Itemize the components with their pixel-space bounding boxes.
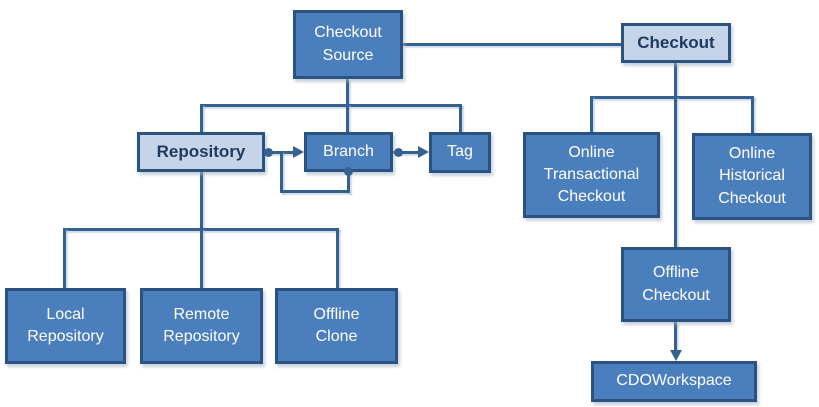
node-online-historical-checkout: Online Historical Checkout [692,133,812,220]
node-checkout: Checkout [621,23,731,63]
node-online-transactional-checkout-label: Online Transactional Checkout [543,143,640,206]
node-tag-label: Tag [447,143,473,161]
connector-drop-online-transactional [590,96,593,132]
connector-drop-remote-repository [200,228,203,288]
node-checkout-label: Checkout [637,33,715,53]
connector-branch-self-loop-bottom [280,190,350,193]
node-offline-clone: Offline Clone [275,288,398,364]
arrowhead-into-tag-icon [418,146,429,158]
node-online-transactional-checkout: Online Transactional Checkout [523,132,660,218]
anchor-dot-repository-to-branch [264,148,273,157]
connector-repository-stem [200,171,203,231]
node-offline-clone-label: Offline Clone [313,305,360,345]
connector-drop-local-repository [63,228,66,288]
connector-drop-branch [346,104,349,132]
node-cdoworkspace: CDOWorkspace [591,361,757,402]
arrowhead-into-cdoworkspace-icon [670,350,682,361]
node-checkout-source: Checkout Source [293,10,403,79]
node-offline-checkout: Offline Checkout [621,247,731,322]
anchor-dot-branch-self-loop [344,167,353,176]
node-repository: Repository [137,132,265,172]
connector-drop-tag [459,104,462,132]
connector-drop-offline-clone [336,228,339,288]
node-local-repository: Local Repository [5,288,126,364]
connector-branch-to-tag [393,151,420,154]
connector-drop-repository [200,104,203,132]
anchor-dot-branch-to-tag [394,148,403,157]
node-local-repository-label: Local Repository [27,305,104,345]
node-tag: Tag [429,132,491,173]
node-branch: Branch [304,132,393,172]
node-checkout-source-label: Checkout Source [314,24,382,64]
connector-branch-self-loop-right [347,172,350,193]
connector-checkout-source-to-checkout [403,43,621,46]
connector-offline-checkout-to-cdoworkspace [674,322,677,352]
node-offline-checkout-label: Offline Checkout [642,264,710,304]
connector-branch-self-loop-left [280,151,283,193]
arrowhead-into-branch-icon [293,146,304,158]
connector-drop-online-historical [751,96,754,133]
connector-checkout-source-stem [346,79,349,104]
node-remote-repository: Remote Repository [140,288,263,364]
connector-checkout-stem [674,63,677,96]
node-cdoworkspace-label: CDOWorkspace [616,372,732,390]
node-repository-label: Repository [156,142,246,162]
connector-left-tree-bar [200,104,462,107]
connector-checkout-to-offline-checkout [674,96,677,247]
node-remote-repository-label: Remote Repository [163,305,240,345]
node-branch-label: Branch [323,142,374,160]
node-online-historical-checkout-label: Online Historical Checkout [718,145,786,207]
connector-right-tree-bar [590,96,754,99]
